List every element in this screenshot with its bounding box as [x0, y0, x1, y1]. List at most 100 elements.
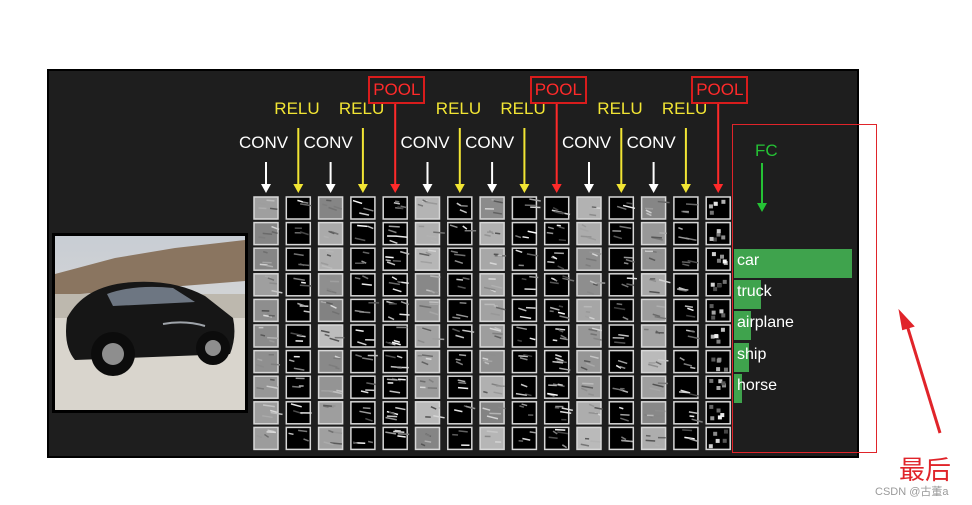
feature-map-cell [608, 273, 638, 297]
feature-map-cell [382, 221, 408, 246]
feature-map-cell [414, 426, 441, 451]
feature-map-cell [285, 375, 312, 399]
feature-map-cell [705, 221, 731, 246]
feature-map-cell [705, 375, 731, 399]
feature-map-cell [317, 349, 344, 374]
feature-map-cell [447, 375, 473, 399]
watermark: CSDN @古董a [875, 486, 949, 498]
feature-map-cell [382, 324, 408, 348]
feature-map-cell [414, 349, 441, 374]
feature-map-cell [479, 273, 505, 297]
pool-arrow-head [390, 184, 401, 193]
feature-map-cell [608, 247, 635, 271]
feature-map-cell [350, 324, 376, 348]
class-score-bar [734, 280, 761, 310]
feature-map-cell [350, 426, 376, 451]
feature-map-cell [673, 196, 699, 220]
class-label: ship [737, 345, 767, 363]
feature-map-cell [608, 375, 635, 399]
pool-label: POOL [368, 76, 426, 104]
feature-map-cell [640, 221, 667, 246]
feature-map-cell [576, 273, 606, 297]
feature-map-cell [285, 196, 312, 220]
feature-map-cell [414, 375, 441, 399]
feature-map-cell [576, 401, 603, 425]
annotation-text: 最后 [899, 455, 952, 485]
fc-arrow-head [757, 203, 767, 212]
feature-map-cell [705, 426, 731, 451]
feature-map-cell [382, 426, 410, 451]
feature-map-cell [511, 273, 539, 297]
feature-map-cell [705, 298, 731, 323]
feature-map-cell [414, 196, 441, 220]
conv-arrow-head [422, 184, 433, 193]
feature-map-cell [640, 375, 668, 399]
feature-map-cell [382, 349, 409, 374]
feature-map-cell [447, 324, 475, 348]
feature-map-cell [350, 196, 376, 220]
feature-map-cell [608, 324, 635, 348]
feature-map-cell [317, 375, 344, 399]
feature-map-cell [673, 426, 699, 451]
feature-map-cell [479, 196, 505, 220]
feature-map-cell [705, 273, 731, 297]
relu-arrow-head [680, 184, 691, 193]
feature-map-cell [317, 324, 345, 348]
feature-map-cell [414, 273, 441, 297]
feature-map-cell [317, 298, 344, 323]
feature-map-cell [543, 196, 571, 220]
feature-map-cell [253, 375, 279, 399]
feature-map-cell [447, 426, 473, 451]
feature-map-cell [317, 196, 344, 220]
class-label: truck [737, 283, 772, 301]
conv-label: CONV [303, 133, 353, 152]
feature-map-cell [543, 273, 575, 297]
conv-arrow-head [261, 184, 271, 193]
feature-map-cell [317, 221, 344, 246]
conv-arrow-head [487, 184, 498, 193]
feature-map-cell [382, 375, 408, 399]
pool-arrow-head [713, 184, 724, 193]
feature-map-cell [511, 221, 538, 246]
feature-map-cell [608, 298, 635, 323]
feature-map-cell [640, 426, 667, 451]
class-label: horse [737, 376, 778, 394]
feature-map-cell [382, 196, 408, 220]
class-score-bar [734, 311, 751, 341]
conv-label: CONV [465, 133, 515, 152]
feature-map-cell [414, 298, 441, 323]
feature-map-cell [447, 221, 477, 246]
feature-map-cell [640, 196, 670, 220]
feature-map-cell [285, 247, 312, 271]
feature-map-cell [253, 401, 283, 425]
relu-label: RELU [597, 99, 643, 118]
pool-label: POOL [529, 76, 587, 104]
feature-map-cell [608, 196, 636, 220]
feature-map-cell [511, 298, 538, 323]
feature-map-cell [511, 196, 541, 220]
feature-map-cell [576, 221, 602, 246]
feature-map-cell [608, 221, 635, 246]
feature-map-cell [253, 298, 279, 323]
feature-map-cell [673, 375, 699, 399]
feature-map-cell [253, 221, 280, 246]
feature-map-cell [576, 426, 602, 451]
feature-map-cell [285, 324, 312, 348]
feature-map-cell [576, 298, 602, 323]
feature-map-cell [511, 324, 538, 348]
relu-arrow-head [357, 184, 368, 193]
feature-map-cell [673, 247, 699, 271]
relu-label: RELU [435, 99, 482, 118]
feature-map-cell [576, 324, 603, 348]
relu-label: RELU [274, 99, 320, 118]
relu-arrow-head [293, 184, 304, 193]
feature-map-cell [511, 349, 538, 374]
feature-map-cell [511, 375, 538, 399]
feature-map-cell [608, 426, 635, 451]
feature-map-cell [253, 324, 279, 348]
input-car-image [52, 233, 248, 413]
feature-map-cell [576, 196, 602, 220]
feature-map-cell [543, 349, 571, 374]
feature-map-cell [350, 221, 376, 246]
